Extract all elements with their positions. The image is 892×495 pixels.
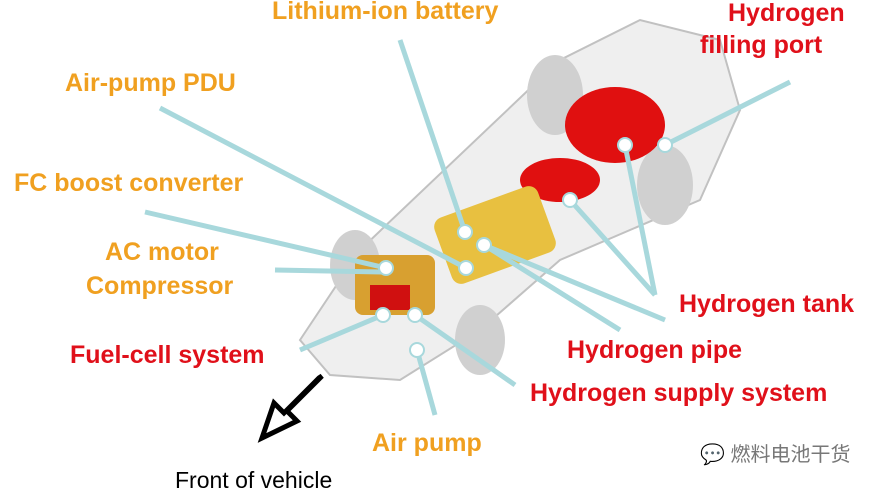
- label-hydrogen-filling-port-1: Hydrogen: [728, 0, 845, 27]
- components: [355, 87, 665, 315]
- label-ac-motor: AC motor: [105, 238, 219, 266]
- label-air-pump: Air pump: [372, 429, 482, 457]
- leader-dots: [375, 137, 673, 358]
- label-hydrogen-supply-system: Hydrogen supply system: [530, 379, 828, 407]
- leader-lines: [144, 39, 792, 416]
- watermark: 💬 燃料电池干货: [700, 438, 850, 467]
- wechat-icon: 💬: [700, 444, 731, 466]
- label-hydrogen-pipe: Hydrogen pipe: [567, 336, 743, 364]
- hydrogen-tank-large: [565, 87, 665, 163]
- label-air-pump-pdu: Air-pump PDU: [65, 69, 236, 97]
- hydrogen-tank-small: [520, 158, 600, 202]
- label-compressor: Compressor: [86, 272, 234, 300]
- label-fc-boost-converter: FC boost converter: [14, 169, 244, 197]
- front-arrow-icon: [257, 373, 324, 443]
- label-hydrogen-filling-port-2: filling port: [700, 31, 823, 59]
- label-fuel-cell-system: Fuel-cell system: [70, 341, 265, 369]
- battery-block: [434, 186, 556, 284]
- label-hydrogen-tank: Hydrogen tank: [679, 290, 855, 318]
- label-lithium-ion-battery: Lithium-ion battery: [272, 0, 499, 25]
- watermark-text: 燃料电池干货: [730, 444, 851, 466]
- label-front-of-vehicle: Front of vehicle: [175, 467, 333, 493]
